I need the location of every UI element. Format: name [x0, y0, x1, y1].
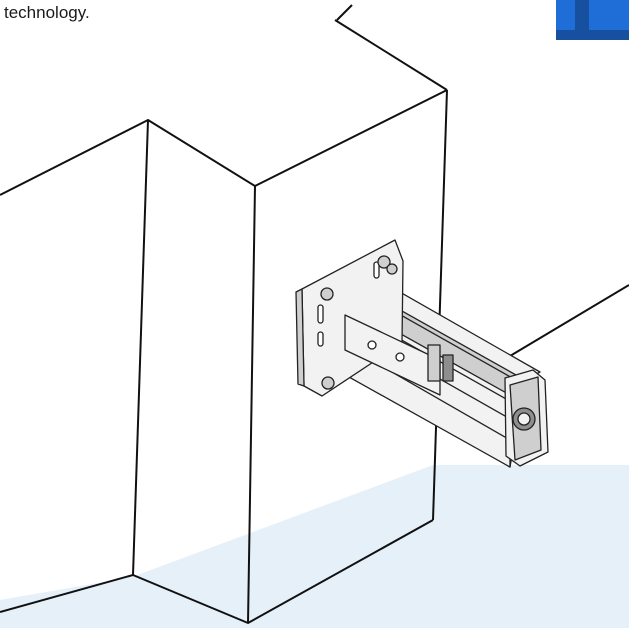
column-front-edge [247, 185, 256, 624]
column-top [254, 89, 448, 187]
column-outline [0, 4, 629, 624]
anchor-bolt-icon [386, 263, 398, 275]
end-cap-knob-inner [517, 412, 531, 426]
blue-block-side [575, 0, 589, 32]
channel-clip [442, 354, 454, 382]
column-right-edge [432, 89, 448, 521]
blue-component [556, 0, 629, 40]
background-panels [0, 465, 629, 628]
column-left-edge [132, 119, 149, 576]
bracket-assembly [295, 239, 549, 468]
mounting-plate-edge [295, 288, 305, 387]
plate-slot-3 [373, 261, 380, 279]
anchor-bolt-icon [321, 376, 335, 390]
carriage-hole-1 [367, 340, 377, 350]
right-wall-line [509, 284, 629, 357]
upper-ledge-line [336, 4, 353, 21]
plate-slot-1 [317, 304, 324, 324]
left-wall-top [0, 119, 256, 196]
carriage-hole-2 [395, 352, 405, 362]
blue-block-shade [556, 30, 629, 40]
anchor-bolt-icon [377, 255, 391, 269]
plate-slot-2 [317, 331, 324, 347]
carriage [344, 314, 441, 396]
carriage-ridge [427, 344, 441, 382]
caption-text: technology. [4, 3, 90, 22]
floor-panel [0, 465, 629, 628]
anchor-bolt-icon [320, 287, 334, 301]
upper-ledge-edge [334, 19, 448, 91]
column-bottom [0, 519, 434, 624]
